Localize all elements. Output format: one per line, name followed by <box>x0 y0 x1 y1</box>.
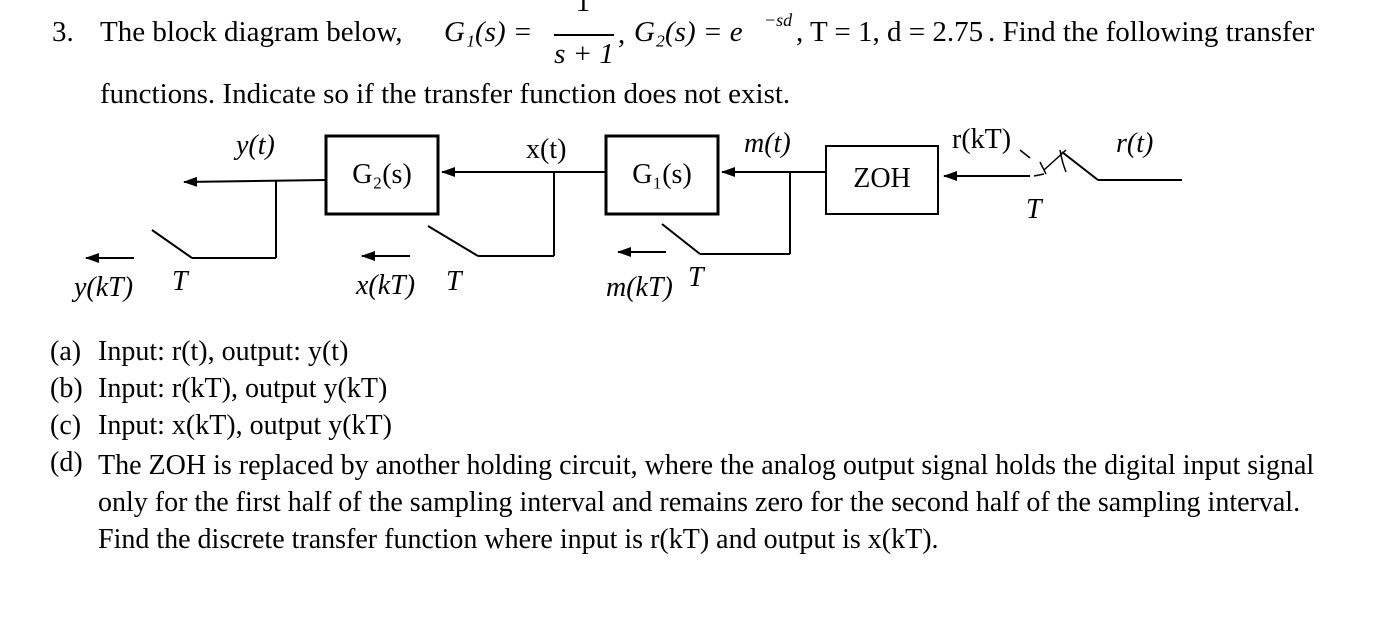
y-sampling-period-label: T <box>172 266 190 297</box>
sub-question-label: (a) <box>50 336 82 367</box>
sampler-arc-line <box>1043 149 1067 171</box>
r-t-label: r(t) <box>1116 128 1153 159</box>
sampler-down-tick <box>1039 161 1047 175</box>
arrow-y-output <box>183 176 327 187</box>
sub-question-text: Input: x(kT), output y(kT) <box>98 410 392 441</box>
x-sampler-switch <box>427 225 479 257</box>
g2-block <box>324 134 440 216</box>
block-diagram: G₂(s) G₁(s) ZOH y(t) x(t) m(t) r(kT) r(t… <box>71 124 1182 303</box>
sub-question-label: (c) <box>50 410 82 441</box>
problem-lead: The block diagram below, <box>100 16 403 48</box>
y-sampler-switch <box>151 229 193 259</box>
sub-question-d: (d) The ZOH is replaced by another holdi… <box>50 447 1370 607</box>
sub-question-b: (b) Input: r(kT), output y(kT) <box>50 373 1370 409</box>
m-kt-label: m(kT) <box>606 272 673 303</box>
g2-exponent: −sd <box>764 10 793 30</box>
x-sampling-period-label: T <box>446 266 464 297</box>
fraction-separator: , <box>618 18 626 50</box>
y-t-label: y(t) <box>233 130 275 161</box>
problem-number: 3. <box>52 16 74 48</box>
zoh-block <box>825 145 939 215</box>
g1-block <box>604 134 720 216</box>
zoh-block-label: ZOH <box>853 163 911 194</box>
x-kt-label: x(kT) <box>355 270 415 301</box>
g1-lhs: G₁(s) = <box>444 16 533 48</box>
sub-question-text: Input: r(kT), output y(kT) <box>98 373 388 404</box>
sub-question-label: (b) <box>50 373 83 404</box>
sub-question-text: The ZOH is replaced by another holding c… <box>98 450 1315 555</box>
sampler-down-tick-2 <box>1033 173 1045 177</box>
problem-line-2: functions. Indicate so if the transfer f… <box>100 78 791 110</box>
problem-tail: . Find the following transfer <box>988 16 1315 48</box>
g1-block-label: G₁(s) <box>632 159 692 190</box>
g1-numerator: 1 <box>575 0 591 18</box>
m-sampler-switch <box>661 223 701 255</box>
sub-question-a: (a) Input: r(t), output: y(t) <box>50 336 1370 372</box>
m-sampling-period-label: T <box>688 262 706 293</box>
input-sampler-switch <box>1061 151 1099 181</box>
r-kt-tick <box>1019 149 1031 159</box>
g1-denominator: s + 1 <box>554 38 614 70</box>
y-kt-label: y(kT) <box>71 272 133 303</box>
r-kt-label: r(kT) <box>952 124 1011 155</box>
sampler-arc <box>1059 149 1067 173</box>
sub-question-label: (d) <box>50 447 83 478</box>
problem-params: , T = 1, d = 2.75 <box>796 16 984 48</box>
sub-question-text: Input: r(t), output: y(t) <box>98 336 349 367</box>
fraction-bar <box>554 34 614 36</box>
g2-lhs: G₂(s) = e <box>634 16 743 48</box>
g2-block-label: G₂(s) <box>352 159 412 190</box>
x-t-label: x(t) <box>526 134 566 165</box>
m-t-label: m(t) <box>744 128 791 159</box>
input-sampling-period-label: T <box>1026 194 1044 225</box>
sub-question-c: (c) Input: x(kT), output y(kT) <box>50 410 1370 446</box>
